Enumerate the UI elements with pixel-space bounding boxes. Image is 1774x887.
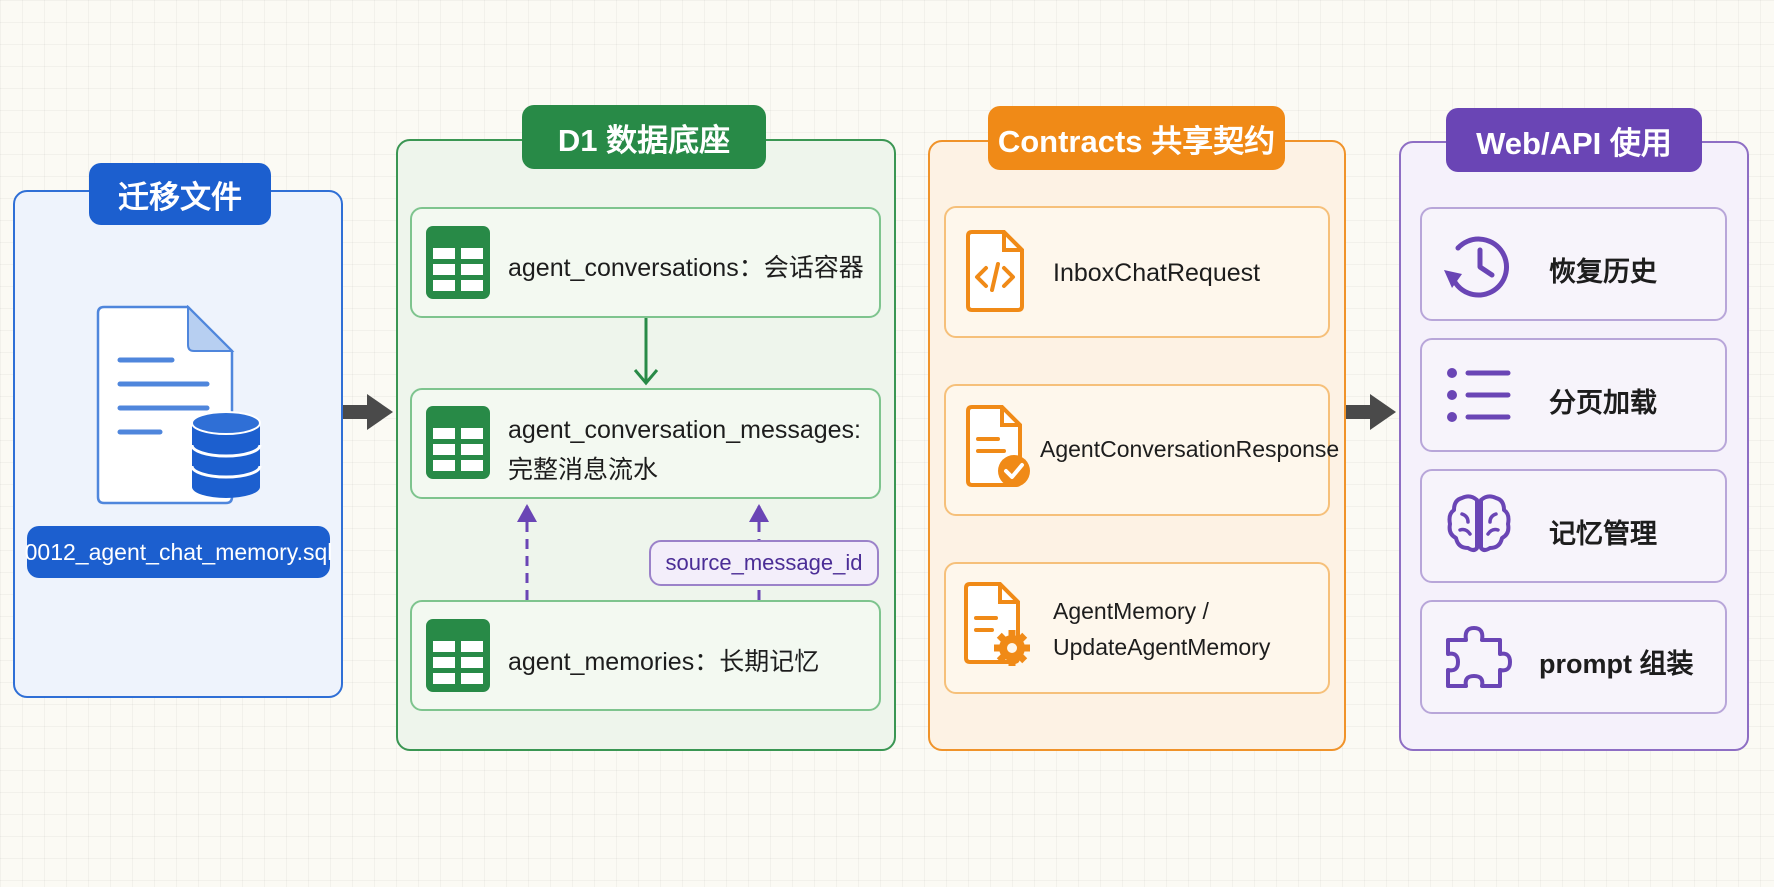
web-title: Web/API 使用 [1446,108,1702,172]
d1-title: D1 数据底座 [522,105,766,169]
usage-label-memory: 记忆管理 [1549,519,1657,549]
table-icon [426,226,490,299]
contracts-title: Contracts 共享契约 [988,106,1285,170]
table-name-messages-line1: agent_conversation_messages: [508,416,862,444]
table-icon [426,619,490,692]
migration-title: 迁移文件 [89,163,271,225]
usage-label-prompt: prompt 组装 [1539,649,1694,679]
verified-document-icon [966,405,1030,487]
contract-label-memory-line2: UpdateAgentMemory [1053,634,1271,660]
usage-card-history [1420,207,1727,321]
reference-arrow-right [749,504,769,600]
reference-label: source_message_id [649,540,879,586]
usage-card-memory [1420,469,1727,583]
flow-arrow-2 [1346,394,1396,430]
migration-file-name: 0012_agent_chat_memory.sql [25,526,332,578]
reference-arrow-left [517,504,537,600]
table-name-conversations: agent_conversations：会话容器 [508,254,864,282]
contract-label-response: AgentConversationResponse [1040,436,1340,462]
table-name-memories: agent_memories：长期记忆 [508,648,820,676]
contract-label-request: InboxChatRequest [1053,259,1261,287]
puzzle-icon [1446,626,1512,688]
table-name-messages-line2: 完整消息流水 [508,456,659,484]
usage-card-prompt [1420,600,1727,714]
history-icon [1444,236,1509,298]
table-card-messages [410,388,881,499]
code-file-icon [966,230,1024,312]
flow-arrow-1 [343,394,393,430]
table-icon [426,406,490,479]
list-icon [1447,368,1511,422]
usage-label-history: 恢复历史 [1549,257,1657,287]
document-settings-icon [964,582,1030,666]
usage-label-pagination: 分页加载 [1549,388,1657,418]
contract-label-memory-line1: AgentMemory / [1053,598,1209,624]
sql-file-database-icon [96,305,262,505]
brain-icon [1447,494,1511,552]
relation-arrow-down [633,318,659,386]
